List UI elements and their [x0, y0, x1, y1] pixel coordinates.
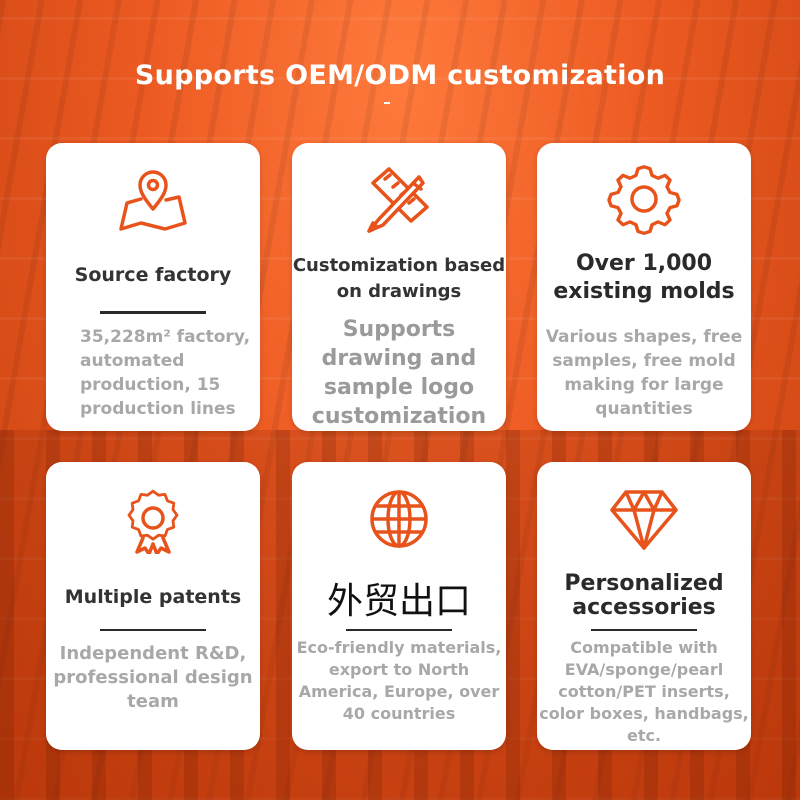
gear-icon [604, 165, 684, 235]
feature-card-source-factory: Source factory 35,228m² factory, automat… [46, 143, 260, 431]
page-title: Supports OEM/ODM customization [134, 60, 666, 91]
card-description: Compatible with EVA/sponge/pearl cotton/… [539, 638, 749, 745]
card-heading: Personalized accessories [564, 571, 724, 620]
card-heading: Source factory [74, 264, 232, 286]
card-heading: Over 1,000 existing molds [553, 251, 735, 304]
card-heading: 外贸出口 [326, 581, 471, 622]
pencil-ruler-icon [359, 165, 439, 235]
card-divider [100, 311, 206, 314]
card-divider [100, 629, 206, 631]
card-heading: Multiple patents [64, 586, 242, 608]
feature-card-export: 外贸出口 Eco-friendly materials, export to N… [292, 462, 506, 750]
card-description: Supports drawing and sample logo customi… [311, 317, 487, 429]
feature-card-accessories: Personalized accessories Compatible with… [537, 462, 751, 750]
award-badge-icon [113, 484, 193, 556]
card-divider [346, 629, 452, 631]
feature-card-molds: Over 1,000 existing molds Various shapes… [537, 143, 751, 431]
title-dash [384, 102, 390, 104]
card-description: Independent R&D, professional design tea… [53, 643, 253, 712]
card-description: Eco-friendly materials, export to North … [296, 638, 502, 723]
card-divider [591, 629, 697, 631]
feature-card-patents: Multiple patents Independent R&D, profes… [46, 462, 260, 750]
card-heading: Customization based on drawings [292, 255, 506, 302]
card-description: Various shapes, free samples, free mold … [545, 327, 743, 419]
card-description: 35,228m² factory, automated production, … [80, 327, 251, 419]
diamond-icon [604, 484, 684, 554]
feature-card-customization: Customization based on drawings Supports… [292, 143, 506, 431]
globe-icon [359, 484, 439, 554]
map-pin-icon [113, 165, 193, 235]
